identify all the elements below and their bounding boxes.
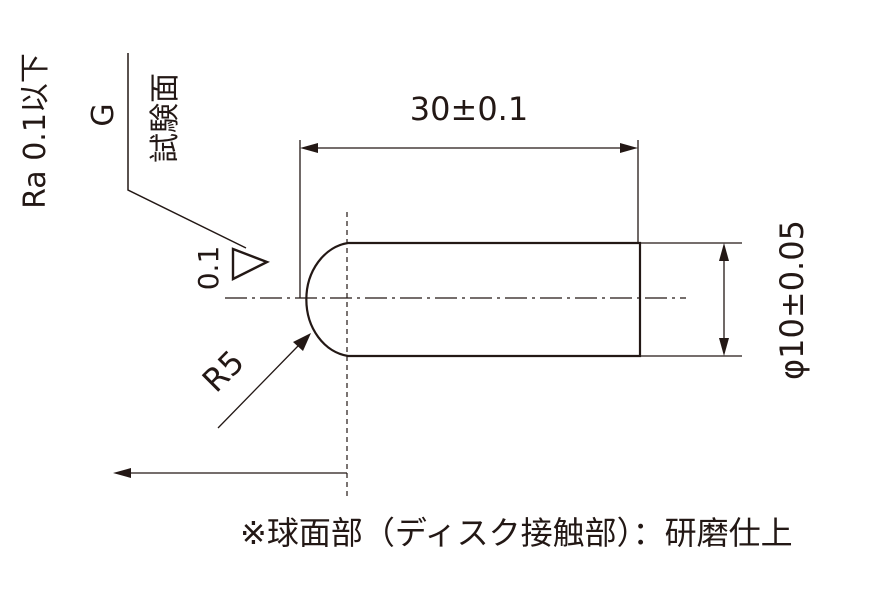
- length-dimension-label: 30±0.1: [410, 90, 528, 128]
- diameter-dimension-label: φ10±0.05: [773, 220, 811, 380]
- test-surface-label: 試験面: [148, 73, 183, 163]
- roughness-label: Ra 0.1以下: [18, 53, 53, 209]
- radius-label: R5: [195, 343, 252, 400]
- surface-symbol-value: 0.1: [192, 246, 225, 291]
- length-dimension: [299, 140, 639, 298]
- surface-finish-triangle-icon: [231, 247, 270, 281]
- finishing-note: ※球面部（ディスク接触部）：研磨仕上: [240, 514, 793, 552]
- part-outline: [305, 241, 642, 358]
- radius-leader: [217, 333, 311, 429]
- surface-finish-leader: [127, 53, 247, 249]
- diameter-dimension: [640, 242, 742, 357]
- direction-arrow: [113, 468, 347, 478]
- grade-label: G: [86, 103, 121, 126]
